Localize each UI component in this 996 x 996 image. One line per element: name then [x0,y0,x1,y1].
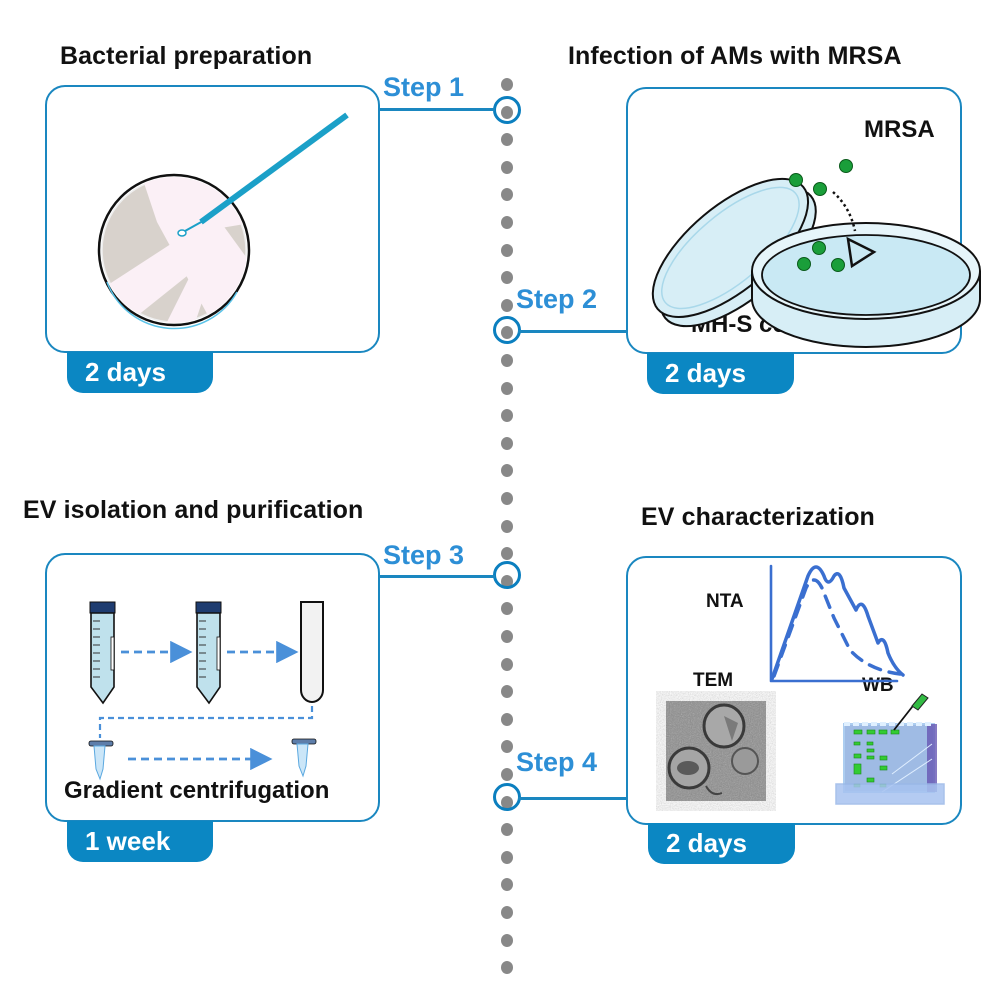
timeline-dot [501,906,513,919]
step1-timeline-marker [493,96,521,124]
timeline-dot [501,161,513,174]
timeline-dot [501,244,513,257]
timeline-dot [501,961,513,974]
tem-micrograph-image [666,701,766,801]
timeline-dot [501,520,513,533]
timeline-dot [501,299,513,312]
timeline-dot [501,437,513,450]
step2-duration-badge: 2 days [647,353,794,394]
step3-duration-badge: 1 week [67,821,213,862]
mrsa-bacteria [789,159,853,272]
timeline-dot [501,492,513,505]
microtube-2-icon [291,738,317,778]
step2-timeline-marker [493,316,521,344]
step2-connector [518,330,628,333]
petri-dish-streak-icon [97,112,349,330]
step4-title: EV characterization [641,503,875,531]
timeline-dot [501,78,513,91]
step4-timeline-marker [493,783,521,811]
timeline-dot [501,685,513,698]
gradient-centrifugation-label: Gradient centrifugation [64,777,330,804]
step4-label: Step 4 [516,747,598,777]
step3-title: EV isolation and purification [23,496,364,524]
step2-label: Step 2 [516,284,598,314]
timeline-dot [501,630,513,643]
step4-duration-badge: 2 days [648,823,795,864]
step3-connector [378,575,495,578]
step1-label: Step 1 [383,72,465,102]
timeline-dot [501,934,513,947]
nta-label: NTA [706,591,744,612]
timeline-dot [501,216,513,229]
timeline-dot [501,740,513,753]
nta-plot-icon [769,564,905,683]
western-blot-apparatus-icon [835,693,945,805]
timeline-dot [501,823,513,836]
timeline-dot [501,768,513,781]
mrsa-label: MRSA [864,116,935,143]
timeline-dot [501,382,513,395]
timeline-dot [501,602,513,615]
step4-connector [518,797,628,800]
connector-dashed [98,706,314,738]
step2-box: MRSA MH-S cells [626,87,981,354]
conical-tube-2-icon [195,601,222,705]
timeline-dot [501,188,513,201]
timeline-dot [501,354,513,367]
timeline-dot [501,547,513,560]
ultracentrifuge-tube-icon [300,601,324,703]
timeline-dot [501,658,513,671]
timeline-dot [501,271,513,284]
step1-duration-badge: 2 days [67,352,213,393]
timeline-dot [501,409,513,422]
step3-label: Step 3 [383,540,465,570]
petri-dish-infection-icon [651,159,981,348]
step1-connector [378,108,495,111]
step1-title: Bacterial preparation [60,42,313,70]
timeline-dot [501,878,513,891]
centrifugation-workflow-icon [88,601,324,781]
timeline-dot [501,851,513,864]
timeline-dot [501,713,513,726]
conical-tube-1-icon [89,601,116,705]
timeline-dot [501,464,513,477]
step4-box: NTA TEM WB [626,556,962,825]
microtube-1-icon [88,740,114,781]
step3-box: Gradient centrifugation [45,553,380,822]
timeline-dot [501,133,513,146]
step2-title: Infection of AMs with MRSA [568,42,902,70]
step3-timeline-marker [493,561,521,589]
step1-box [45,85,380,353]
tem-label: TEM [693,670,734,691]
